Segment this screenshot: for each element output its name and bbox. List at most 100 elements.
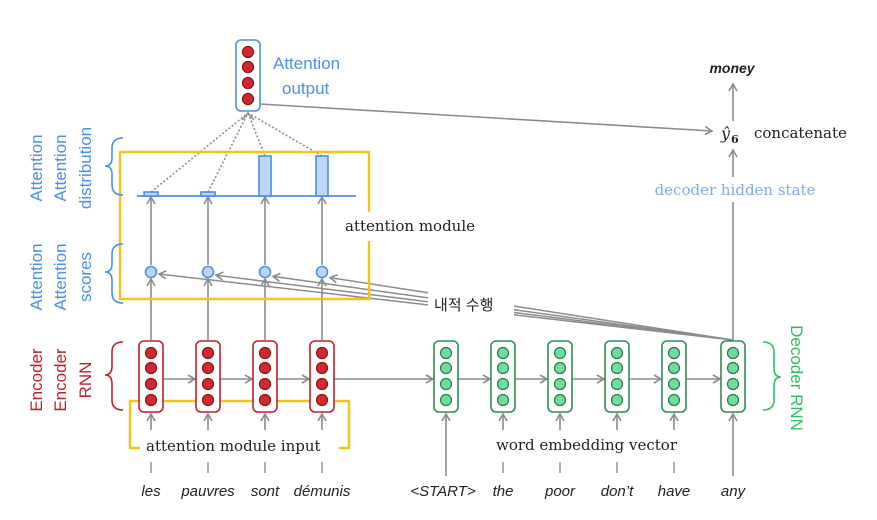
- decoder-input-word: the: [493, 483, 514, 500]
- label-attention-distribution: Attention: [27, 134, 46, 201]
- brace-scores: [104, 243, 124, 304]
- encoder-unit-dot: [144, 346, 158, 360]
- attention-output-cell: [235, 39, 261, 112]
- encoder-input-word: pauvres: [180, 483, 235, 500]
- attention-score-node: [258, 265, 272, 279]
- attention-module-input-label: attention module input: [146, 437, 321, 455]
- label-distribution-line3: distribution: [76, 127, 95, 209]
- attention-output-dot: [241, 45, 255, 59]
- decoder-unit-dot: [439, 393, 453, 407]
- decoder-cell-frame: [604, 340, 630, 413]
- connector-lines: [146, 82, 738, 476]
- weighted-sum-arrowhead: [241, 111, 255, 121]
- encoder-unit-dot: [258, 361, 272, 375]
- decoder-unit-dot: [610, 377, 624, 391]
- decoder-unit-dot: [726, 361, 740, 375]
- decoder-input-word: poor: [544, 483, 576, 500]
- brace-decoder: [762, 341, 782, 411]
- word-embedding-label-bg: [492, 433, 692, 457]
- encoder-cell: [195, 340, 221, 413]
- attention-distribution-bar: [315, 155, 329, 197]
- weighted-sum-dotted-line: [150, 112, 249, 193]
- label-distribution-line1: Attention: [27, 134, 46, 201]
- decoder-unit-dot: [496, 393, 510, 407]
- label-distribution-line3-group: distribution: [76, 127, 95, 209]
- decoder-unit-dot: [496, 361, 510, 375]
- attention-score-node: [144, 265, 158, 279]
- decoder-unit-dot: [726, 393, 740, 407]
- encoder-cell-frame: [252, 340, 278, 413]
- encoder-unit-dot: [201, 377, 215, 391]
- decoder-cell-frame: [720, 340, 746, 413]
- encoder-unit-dot: [144, 361, 158, 375]
- label-encoder-line1: Encoder: [27, 348, 46, 412]
- encoder-unit-dot: [201, 393, 215, 407]
- dot-product-label: 내적 수행: [434, 297, 493, 314]
- label-encoder-line3: RNN: [76, 362, 95, 399]
- encoder-input-word: les: [141, 483, 161, 500]
- decoder-rnn-text: Decoder RNN: [787, 325, 806, 431]
- encoder-unit-dot: [258, 393, 272, 407]
- nodes: [137, 39, 746, 413]
- decoder-unit-dot: [726, 377, 740, 391]
- attention-output-dot: [241, 92, 255, 106]
- label-scores-line3: scores: [76, 252, 95, 302]
- decoder-input-word: any: [721, 483, 747, 500]
- decoder-unit-dot: [610, 393, 624, 407]
- label-scores-line1: Attention: [27, 243, 46, 310]
- decoder-unit-dot: [496, 346, 510, 360]
- decoder-cell-frame: [490, 340, 516, 413]
- label-scores-line2-group: Attention: [51, 243, 70, 310]
- encoder-unit-dot: [315, 393, 329, 407]
- attention-module-label: attention module: [345, 217, 475, 235]
- attention-output-dot: [241, 60, 255, 74]
- encoder-input-word: sont: [251, 483, 280, 500]
- encoder-cell: [252, 340, 278, 413]
- attention-distribution-bar: [258, 155, 272, 197]
- encoder-cell-frame: [309, 340, 335, 413]
- encoder-unit-dot: [144, 377, 158, 391]
- decoder-cell: [490, 340, 516, 413]
- dot-product-label-bg: [428, 291, 514, 317]
- decoder-unit-dot: [553, 361, 567, 375]
- output-word: money: [709, 60, 755, 76]
- dot-product-line: [328, 273, 734, 341]
- attention-module-box: [118, 150, 371, 301]
- encoder-unit-dot: [144, 393, 158, 407]
- label-encoder-line2: Encoder: [51, 348, 70, 412]
- weighted-sum-dotted-line: [247, 112, 323, 157]
- attention-output-label-line1: Attention: [273, 54, 340, 73]
- decoder-unit-dot: [553, 377, 567, 391]
- encoder-unit-dot: [258, 377, 272, 391]
- decoder-unit-dot: [439, 377, 453, 391]
- decoder-unit-dot: [667, 377, 681, 391]
- encoder-cell: [309, 340, 335, 413]
- label-distribution-line2-group: Attention: [51, 134, 70, 201]
- decoder-cell-frame: [547, 340, 573, 413]
- label-scores-line2: Attention: [51, 243, 70, 310]
- attention-output-dot: [241, 76, 255, 90]
- attention-score-node: [315, 265, 329, 279]
- attention-distribution-bar: [143, 191, 159, 197]
- label-scores-line3-group: scores: [76, 252, 95, 302]
- decoder-unit-dot: [667, 393, 681, 407]
- decoder-input-word: have: [658, 483, 691, 500]
- decoder-cell: [547, 340, 573, 413]
- encoder-unit-dot: [315, 346, 329, 360]
- decoder-cell-frame: [433, 340, 459, 413]
- decoder-unit-dot: [553, 393, 567, 407]
- decoder-cell: [433, 340, 459, 413]
- attention-output-to-concat-arrow: [259, 103, 714, 136]
- decoder-unit-dot: [496, 377, 510, 391]
- decoder-input-word: don’t: [601, 483, 634, 500]
- attention-score-node: [201, 265, 215, 279]
- decoder-cell: [720, 340, 746, 413]
- attention-module-input-box: [128, 399, 351, 450]
- encoder-unit-dot: [315, 377, 329, 391]
- encoder-unit-dot: [258, 346, 272, 360]
- decoder-unit-dot: [667, 346, 681, 360]
- decoder-hidden-state-label: decoder hidden state: [655, 181, 816, 199]
- y-hat-symbol: ŷ: [720, 124, 731, 143]
